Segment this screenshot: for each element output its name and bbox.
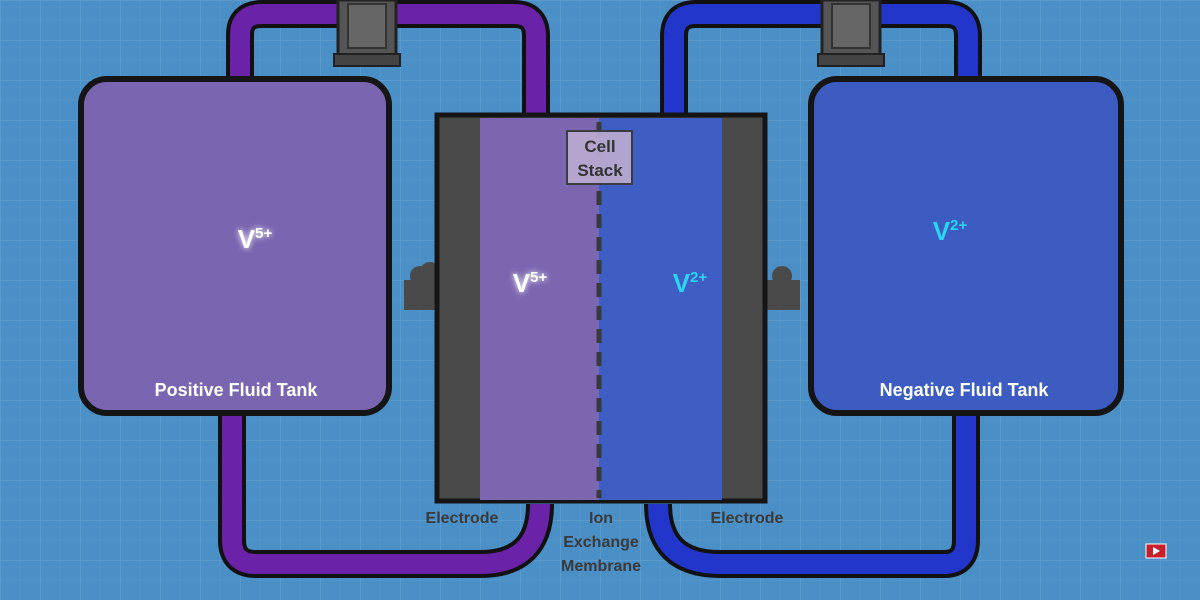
positive-pump	[333, 0, 401, 67]
positive-tank-label: Positive Fluid Tank	[155, 380, 319, 400]
cell-stack-title-2: Stack	[577, 161, 623, 180]
cell-stack-label-box	[566, 130, 633, 185]
negative-tank-ion: V2+	[933, 216, 968, 246]
subscribe-watermark[interactable]	[1145, 543, 1167, 559]
membrane-label-2: Exchange	[563, 534, 639, 551]
cell-stack-title-1: Cell	[584, 137, 615, 156]
negative-tank-label: Negative Fluid Tank	[880, 380, 1050, 400]
positive-fluid-tank: V5+ Positive Fluid Tank	[78, 76, 392, 416]
component-labels: Electrode Electrode Ion Exchange Membran…	[426, 510, 784, 575]
negative-pipe-bottom	[648, 412, 976, 574]
membrane-label-3: Membrane	[561, 558, 641, 575]
positive-pipe-bottom	[222, 412, 550, 574]
negative-pipe	[644, 0, 982, 578]
electrode-right-label: Electrode	[711, 510, 784, 527]
positive-tank-ion: V5+	[238, 224, 273, 254]
cell-negative-ion: V2+	[673, 268, 708, 298]
negative-pump	[817, 0, 885, 67]
electrode-left-label: Electrode	[426, 510, 499, 527]
cell-stack: Cell Stack V5+ V2+	[404, 112, 800, 504]
cell-positive-ion: V5+	[513, 268, 548, 298]
negative-fluid-tank: V2+ Negative Fluid Tank	[808, 76, 1124, 416]
membrane-label-1: Ion	[589, 510, 613, 527]
